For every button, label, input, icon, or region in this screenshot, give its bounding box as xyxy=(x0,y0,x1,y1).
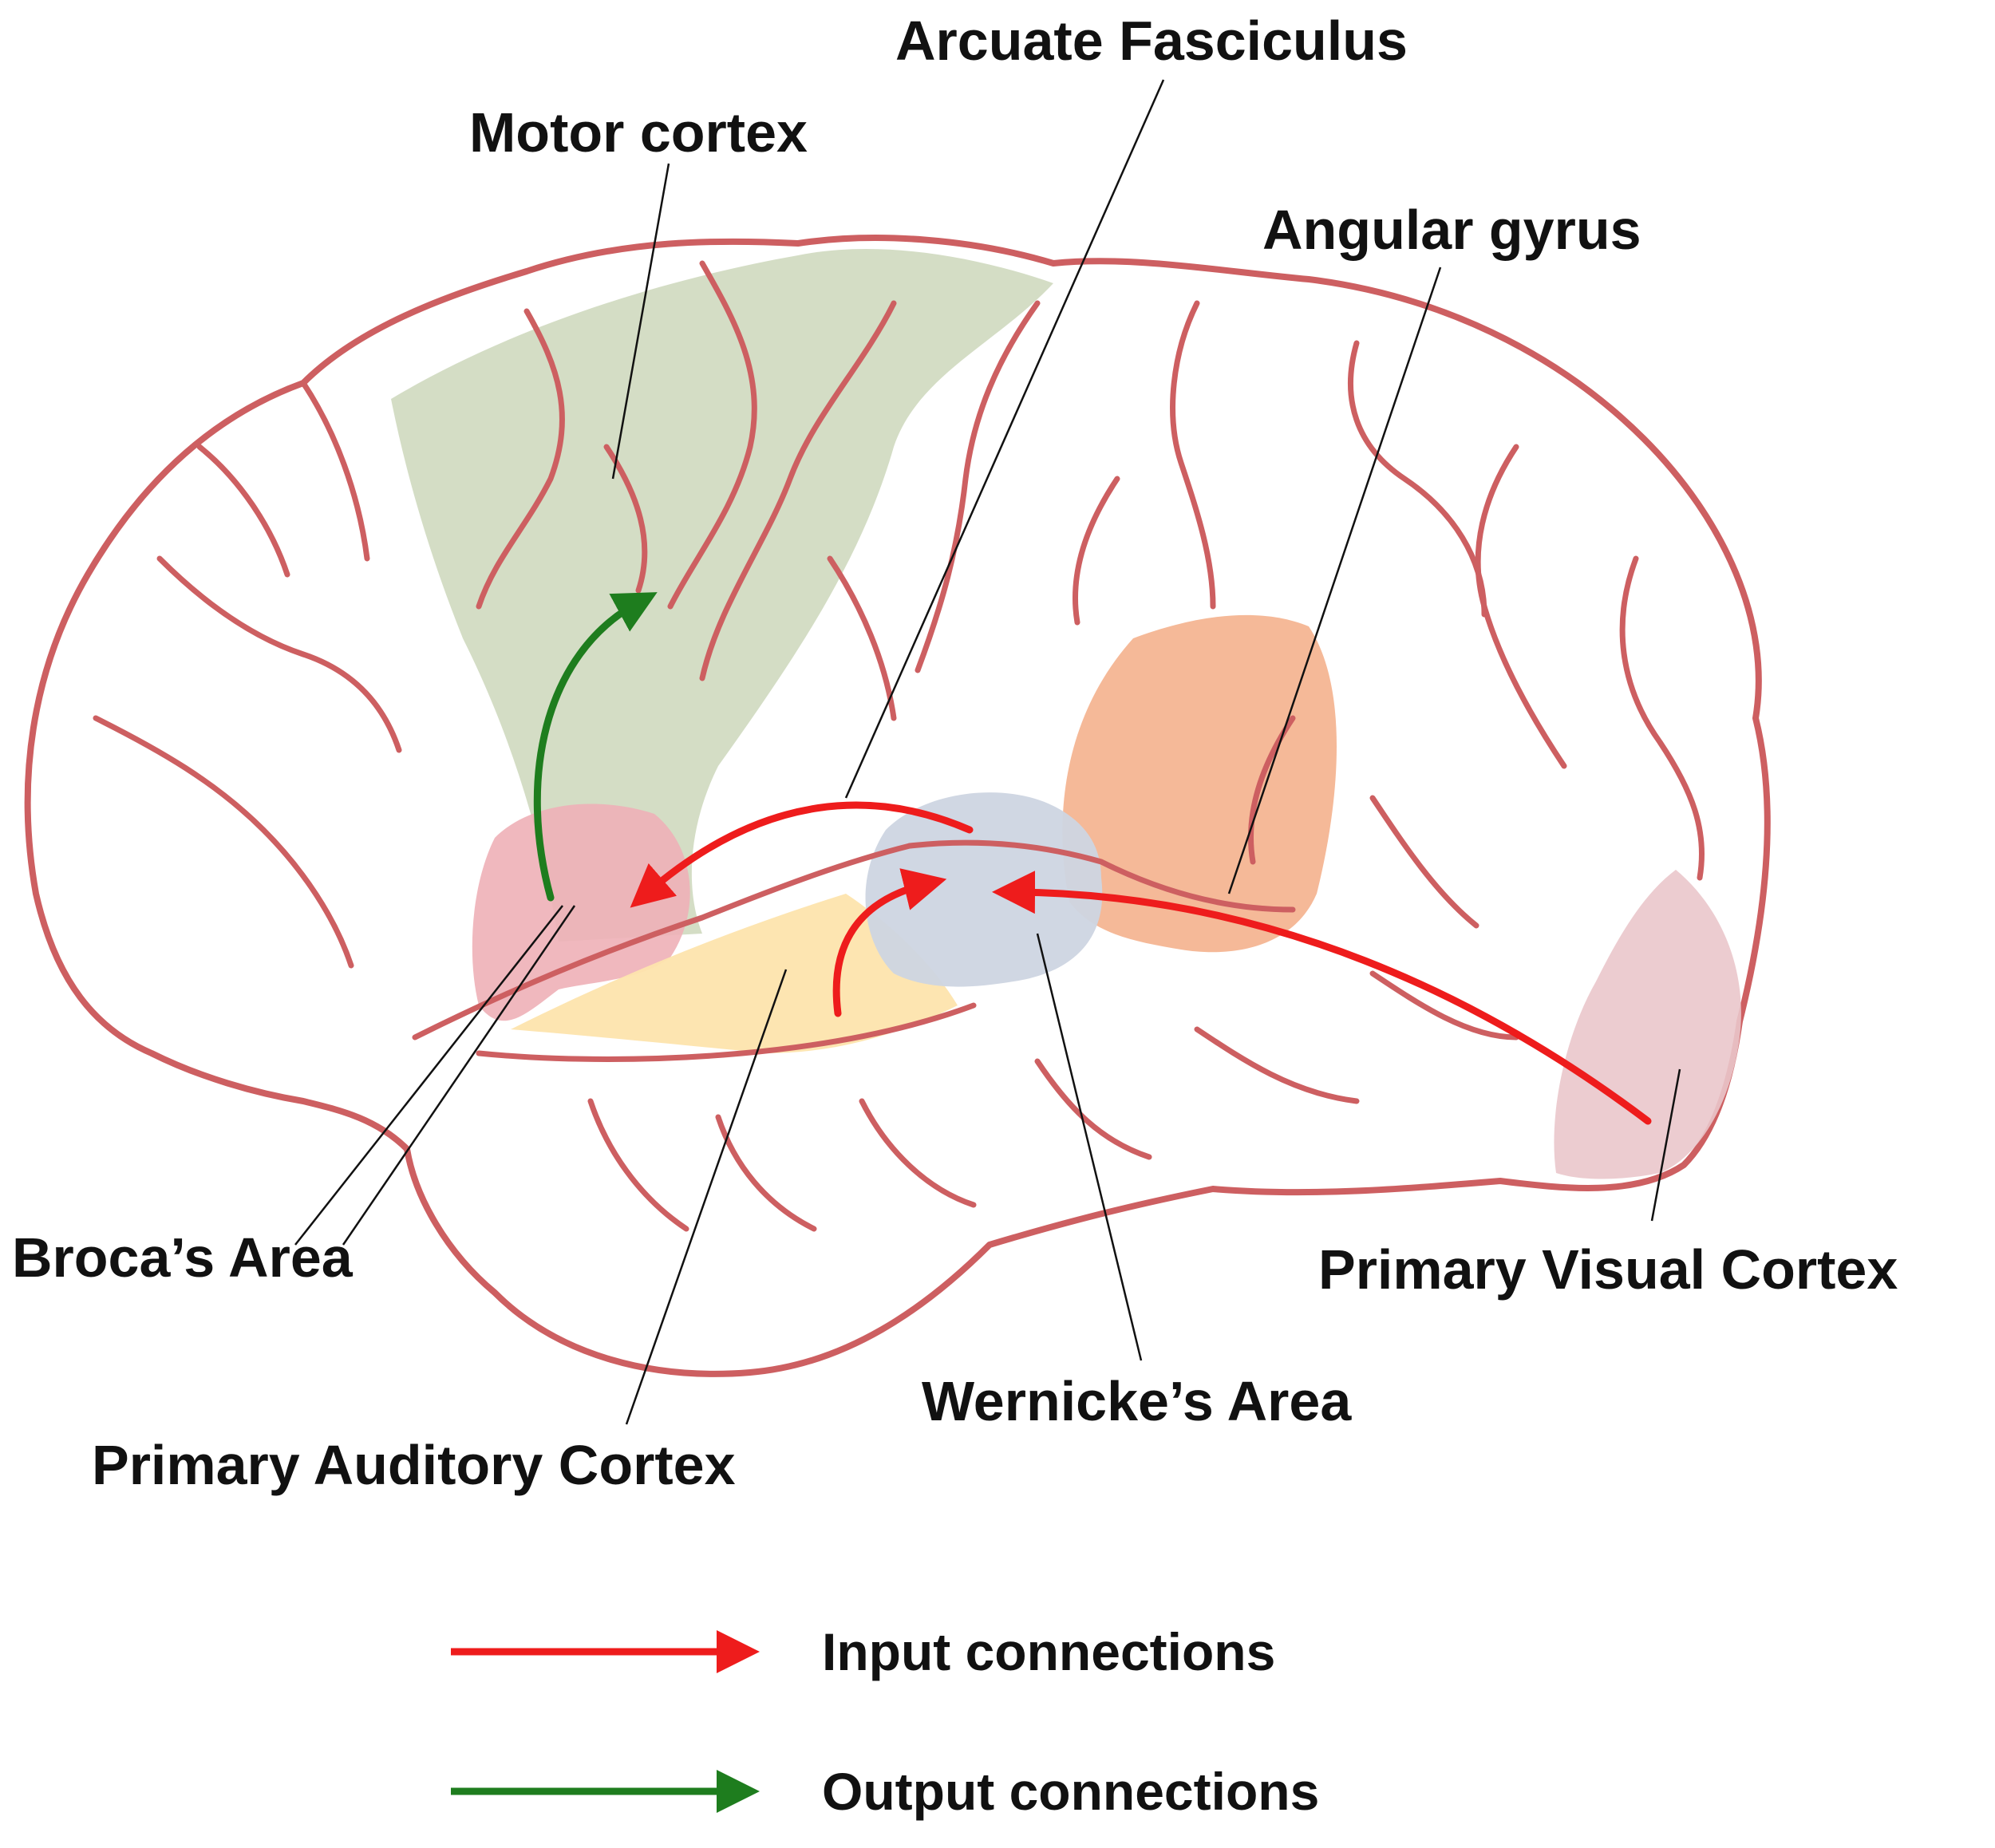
angular-gyrus-region xyxy=(1062,614,1337,953)
leader-broca-1 xyxy=(294,905,563,1246)
label-primary-auditory-cortex: Primary Auditory Cortex xyxy=(92,1434,736,1496)
label-motor-cortex: Motor cortex xyxy=(469,101,808,164)
leader-wernicke xyxy=(1036,933,1143,1361)
leader-angular xyxy=(1227,267,1442,894)
legend-input-label: Input connections xyxy=(822,1622,1275,1681)
output-arrow-broca-to-motor xyxy=(533,592,658,902)
legend-output-label: Output connections xyxy=(822,1762,1319,1821)
label-arcuate-fasciculus: Arcuate Fasciculus xyxy=(895,10,1408,72)
leader-motor xyxy=(611,163,670,480)
legend: Input connections Output connections xyxy=(451,1622,1319,1821)
motor-cortex-region xyxy=(391,249,1053,942)
input-arrow-wernicke-to-broca xyxy=(630,801,974,908)
input-arrow-auditory-to-wernicke xyxy=(832,868,947,1017)
input-arrow-visual-to-wernicke xyxy=(992,871,1652,1125)
connection-arrows xyxy=(533,592,1652,1125)
leader-auditory xyxy=(625,969,788,1425)
leader-broca-2 xyxy=(342,905,576,1246)
label-angular-gyrus: Angular gyrus xyxy=(1262,199,1641,261)
label-primary-visual-cortex: Primary Visual Cortex xyxy=(1318,1238,1898,1301)
leader-visual xyxy=(1650,1068,1681,1222)
label-wernickes-area: Wernicke’s Area xyxy=(922,1370,1352,1432)
label-brocas-area: Broca’s Area xyxy=(12,1226,354,1289)
primary-visual-cortex-region xyxy=(1554,870,1741,1179)
brocas-area-region xyxy=(472,804,690,1021)
leader-arcuate xyxy=(844,79,1165,799)
gyri-lines xyxy=(93,260,1705,1232)
wernickes-area-region xyxy=(865,792,1103,987)
leader-lines xyxy=(294,79,1681,1425)
primary-auditory-cortex-region xyxy=(511,894,958,1053)
